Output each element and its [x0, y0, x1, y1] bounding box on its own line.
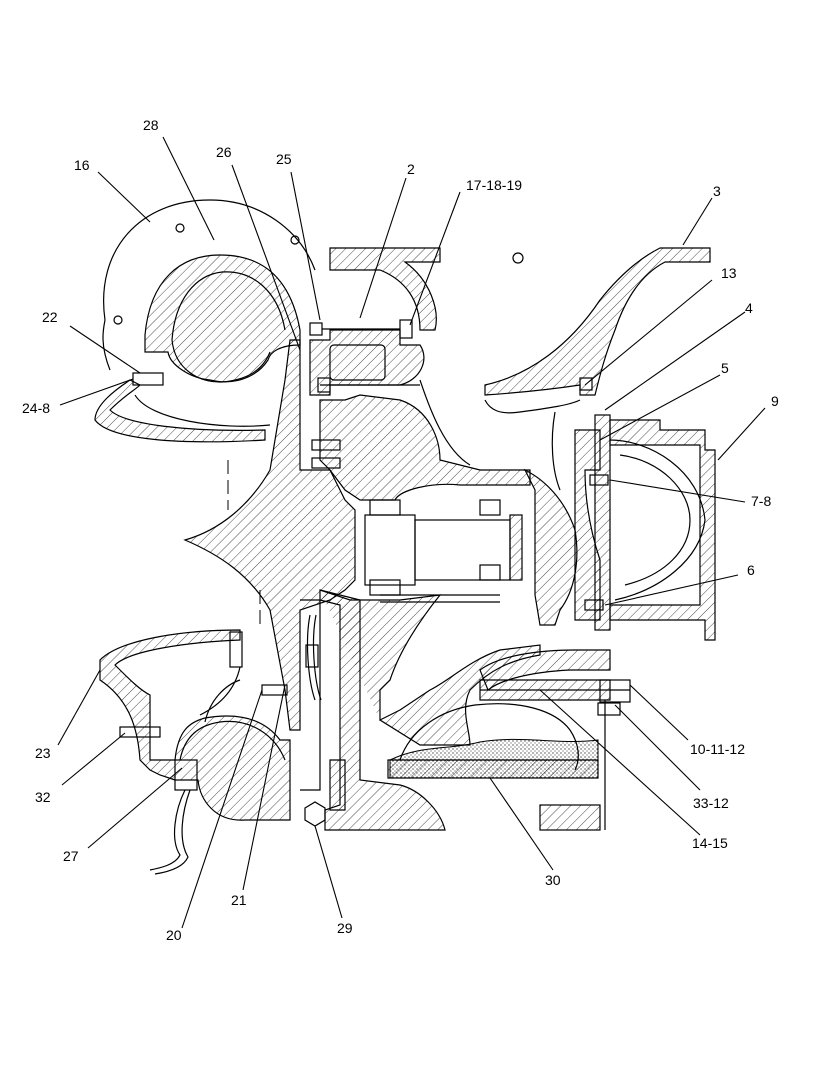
callout-28: 28	[143, 117, 159, 133]
callout-26: 26	[216, 144, 232, 160]
oil-reservoir	[389, 738, 601, 831]
callout-20: 20	[166, 927, 182, 943]
callout-22: 22	[42, 309, 58, 325]
leader-lines	[57, 136, 766, 929]
callout-24-8: 24-8	[22, 400, 50, 416]
callout-32: 32	[35, 789, 51, 805]
callout-10-11-12: 10-11-12	[690, 741, 745, 757]
callout-33-12: 33-12	[693, 795, 729, 811]
callout-29: 29	[337, 920, 353, 936]
callout-16: 16	[74, 157, 90, 173]
callout-21: 21	[231, 892, 247, 908]
callout-23: 23	[35, 745, 51, 761]
callout-2: 2	[407, 161, 415, 177]
callout-13: 13	[721, 265, 737, 281]
callout-3: 3	[713, 183, 721, 199]
callout-27: 27	[63, 848, 79, 864]
callout-4: 4	[745, 300, 753, 316]
callout-14-15: 14-15	[692, 835, 728, 851]
callout-30: 30	[545, 872, 561, 888]
callout-9: 9	[771, 393, 779, 409]
callout-25: 25	[276, 151, 292, 167]
callout-6: 6	[747, 562, 755, 578]
callout-labels: 16 28 26 25 2 17-18-19 3 13 4 5 9 22 24-…	[22, 117, 779, 943]
callout-7-8: 7-8	[751, 493, 771, 509]
callout-17-18-19: 17-18-19	[466, 177, 522, 193]
turbine-wheel	[183, 339, 356, 731]
callout-5: 5	[721, 360, 729, 376]
